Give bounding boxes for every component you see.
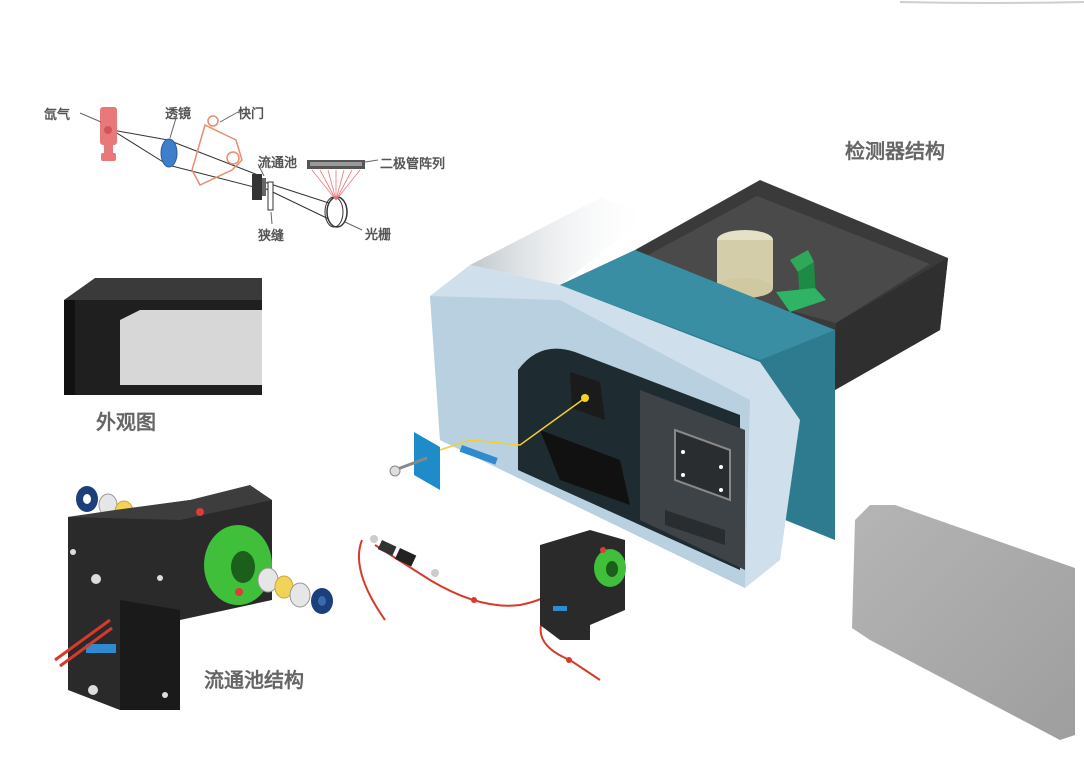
- xenon-label: 氙气: [44, 108, 71, 123]
- optical-path-schematic: [79, 107, 379, 231]
- xenon-lamp-icon: [100, 107, 117, 161]
- diode-array-icon: [307, 160, 365, 169]
- slit-icon: [267, 181, 274, 211]
- shutter-icon: [191, 115, 243, 186]
- grating-label: 光栅: [365, 228, 392, 243]
- corner-line: [899, 1, 1084, 4]
- flow-cell-with-tubing: [358, 530, 626, 681]
- slit-label: 狭缝: [258, 229, 285, 244]
- flow-cell-icon: [252, 174, 266, 200]
- flow-cell-exploded-view: [54, 485, 333, 710]
- appearance-title: 外观图: [96, 410, 156, 434]
- lens-label: 透镜: [165, 107, 192, 122]
- shutter-label: 快门: [238, 107, 265, 122]
- lens-icon: [160, 138, 178, 168]
- grating-icon: [324, 196, 348, 228]
- detector-structure-title: 检测器结构: [845, 139, 945, 163]
- appearance-box-drawing: [64, 278, 262, 395]
- green-component: [776, 250, 826, 312]
- flow-cell-label: 流通池: [258, 156, 298, 171]
- flow-cell-structure-title: 流通池结构: [204, 668, 304, 692]
- diode-array-label: 二极管阵列: [380, 157, 446, 172]
- side-panel: [852, 505, 1075, 740]
- detector-assembly: [389, 180, 948, 588]
